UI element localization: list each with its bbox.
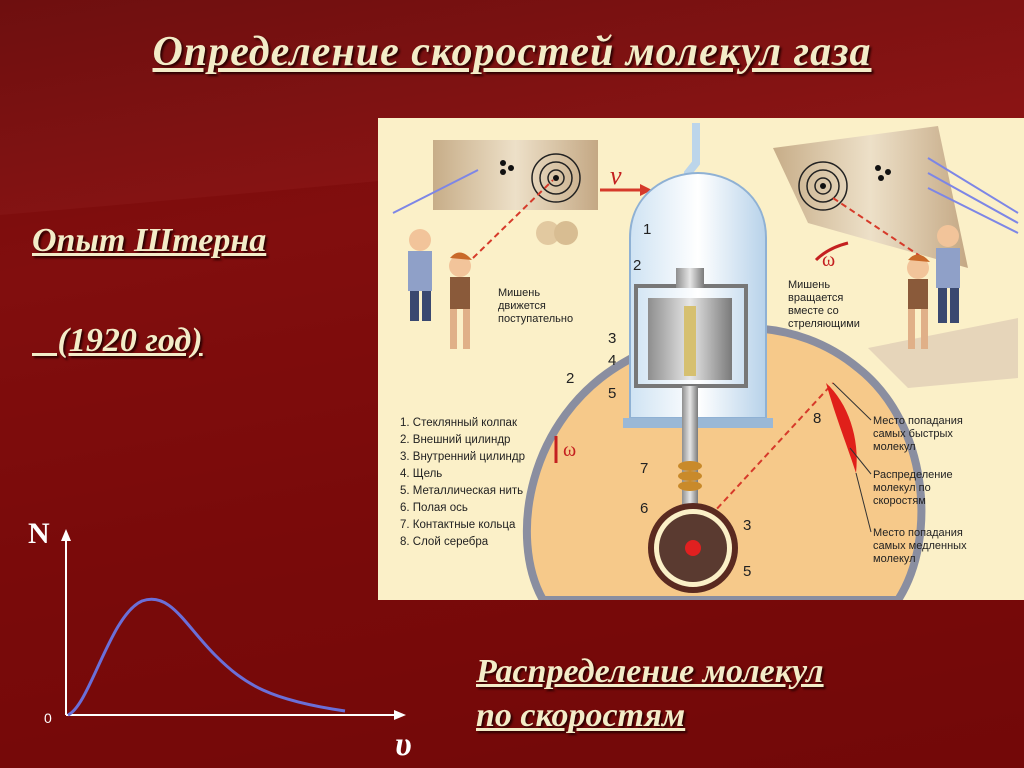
svg-text:5: 5 bbox=[743, 563, 751, 580]
part-numbers: 1 2 3 4 5 2 7 6 8 3 5 bbox=[566, 221, 821, 580]
svg-text:поступательно: поступательно bbox=[498, 313, 573, 325]
svg-text:Место попадания: Место попадания bbox=[873, 527, 963, 539]
velocity-label: v bbox=[610, 161, 622, 190]
shot-path bbox=[472, 179, 554, 259]
x-axis-label: υ bbox=[395, 726, 412, 763]
parts-legend: 1. Стеклянный колпак 2. Внешний цилиндр … bbox=[400, 417, 525, 548]
svg-text:самых медленных: самых медленных bbox=[873, 540, 967, 552]
svg-text:6: 6 bbox=[640, 500, 648, 517]
svg-text:2. Внешний цилиндр: 2. Внешний цилиндр bbox=[400, 434, 510, 446]
y-axis-label: N bbox=[28, 517, 50, 550]
note-fastest-molecules: Место попадания самых быстрых молекул bbox=[873, 415, 963, 453]
svg-text:Мишень: Мишень bbox=[498, 287, 540, 299]
svg-text:6. Полая ось: 6. Полая ось bbox=[400, 502, 468, 514]
svg-text:молекул по: молекул по bbox=[873, 482, 931, 494]
svg-text:Мишень: Мишень bbox=[788, 279, 830, 291]
svg-text:7. Контактные кольца: 7. Контактные кольца bbox=[400, 519, 516, 531]
svg-text:8: 8 bbox=[813, 410, 821, 427]
svg-text:1: 1 bbox=[643, 221, 651, 238]
svg-text:1. Стеклянный колпак: 1. Стеклянный колпак bbox=[400, 417, 518, 429]
stern-experiment-diagram: v Мишень движется поступательно bbox=[378, 118, 1024, 604]
velocity-distribution-graph: N 0 υ bbox=[28, 517, 412, 763]
svg-text:8. Слой серебра: 8. Слой серебра bbox=[400, 536, 489, 548]
left-target-panel bbox=[433, 140, 598, 245]
right-target-panel bbox=[773, 126, 1019, 268]
rotation-arrow-icon bbox=[814, 241, 849, 262]
svg-text:2: 2 bbox=[566, 370, 574, 387]
silver-layer bbox=[826, 383, 857, 473]
caption-line-2: по скоростям bbox=[476, 697, 686, 734]
svg-text:3: 3 bbox=[743, 517, 751, 534]
arrow-icon bbox=[392, 169, 479, 214]
velocity-arrow-icon bbox=[600, 184, 652, 196]
omega-label-right: ω bbox=[822, 249, 835, 271]
svg-text:скоростям: скоростям bbox=[873, 495, 926, 507]
archer-figures-right bbox=[868, 225, 1018, 388]
origin-label: 0 bbox=[44, 710, 52, 726]
svg-text:3. Внутренний цилиндр: 3. Внутренний цилиндр bbox=[400, 451, 525, 463]
outer-cylinder bbox=[634, 268, 748, 506]
note-slowest-molecules: Место попадания самых медленных молекул bbox=[873, 527, 967, 565]
svg-text:Распределение: Распределение bbox=[873, 469, 953, 481]
svg-text:вместе со: вместе со bbox=[788, 305, 839, 317]
distribution-curve bbox=[67, 597, 346, 717]
svg-text:4. Щель: 4. Щель bbox=[400, 468, 442, 480]
svg-text:3: 3 bbox=[608, 330, 616, 347]
x-axis-arrow-icon bbox=[394, 710, 406, 720]
svg-text:5: 5 bbox=[608, 385, 616, 402]
pointer-lines bbox=[832, 382, 872, 533]
inner-cylinder-cross-section bbox=[648, 503, 738, 593]
left-target-note: Мишень движется поступательно bbox=[498, 287, 573, 325]
experiment-title: Опыт Штерна bbox=[32, 222, 267, 259]
svg-text:Место попадания: Место попадания bbox=[873, 415, 963, 427]
y-axis-arrow-icon bbox=[61, 529, 71, 541]
svg-text:вращается: вращается bbox=[788, 292, 843, 304]
experiment-year: (1920 год) bbox=[32, 322, 203, 359]
caption-line-1: Распределение молекул bbox=[476, 653, 824, 690]
omega-label-left: ω bbox=[563, 439, 576, 461]
svg-text:стреляющими: стреляющими bbox=[788, 318, 860, 330]
note-distribution: Распределение молекул по скоростям bbox=[873, 469, 953, 507]
svg-text:5. Металлическая нить: 5. Металлическая нить bbox=[400, 485, 523, 497]
svg-text:7: 7 bbox=[640, 460, 648, 477]
distribution-caption: Распределение молекул по скоростям bbox=[476, 650, 824, 738]
svg-text:2: 2 bbox=[633, 257, 641, 274]
svg-text:4: 4 bbox=[608, 352, 616, 369]
page-title: Определение скоростей молекул газа bbox=[152, 29, 872, 75]
svg-text:движется: движется bbox=[498, 300, 546, 312]
svg-text:молекул: молекул bbox=[873, 441, 916, 453]
archer-figures-left bbox=[408, 229, 472, 349]
svg-text:самых быстрых: самых быстрых bbox=[873, 428, 953, 440]
right-target-note: Мишень вращается вместе со стреляющими bbox=[788, 279, 860, 330]
svg-text:молекул: молекул bbox=[873, 553, 916, 565]
